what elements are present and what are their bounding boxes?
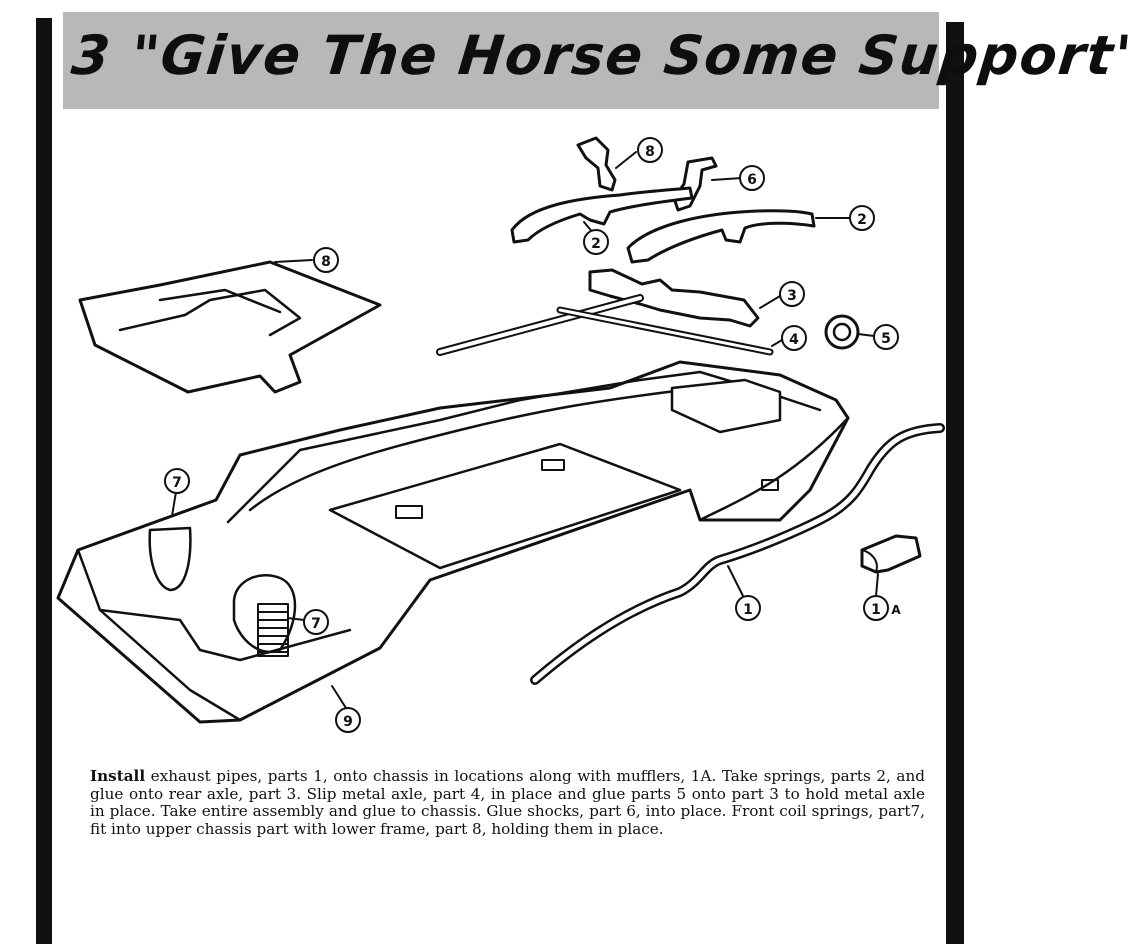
title-band <box>63 12 939 109</box>
svg-text:2: 2 <box>591 236 601 252</box>
svg-text:6: 6 <box>747 172 757 188</box>
svg-text:4: 4 <box>789 332 799 348</box>
svg-text:2: 2 <box>857 212 867 228</box>
svg-text:1: 1 <box>871 602 881 618</box>
main-chassis <box>56 360 850 724</box>
chassis-assembly-diagram: 8 6 2 2 8 3 4 5 <box>56 136 945 733</box>
svg-text:A: A <box>891 603 901 617</box>
page-title: 3 "Give The Horse Some Support' <box>68 24 1135 87</box>
svg-text:8: 8 <box>321 254 331 270</box>
coil-spring <box>257 603 289 657</box>
part-1-exhaust-pipe <box>530 423 945 685</box>
callout-1: 1 <box>735 595 761 621</box>
svg-text:9: 9 <box>343 714 353 730</box>
part-3-rear-axle <box>436 268 781 356</box>
part-6-shock <box>672 156 743 212</box>
svg-text:1: 1 <box>743 602 753 618</box>
part-8-lower-frame <box>78 259 382 394</box>
callout-9: 9 <box>335 707 361 733</box>
callout-8-frame: 8 <box>313 247 339 273</box>
svg-text:7: 7 <box>172 475 182 491</box>
callout-2-left: 2 <box>583 229 609 255</box>
svg-text:8: 8 <box>645 144 655 160</box>
part-5-retainer <box>824 314 875 350</box>
part-1a-muffler <box>860 534 922 597</box>
svg-text:5: 5 <box>881 331 891 347</box>
instructions-lead-word: Install <box>90 767 146 785</box>
right-border-bar <box>946 22 964 944</box>
callout-7-top: 7 <box>164 468 190 494</box>
instructions-text: exhaust pipes, parts 1, onto chassis in … <box>90 767 925 838</box>
left-border-bar <box>36 18 52 944</box>
callout-3: 3 <box>779 281 805 307</box>
callout-1a: 1 A <box>863 595 901 621</box>
instruction-page: 3 "Give The Horse Some Support' <box>36 12 1135 944</box>
assembly-instructions: Install exhaust pipes, parts 1, onto cha… <box>90 767 925 838</box>
callout-2-right: 2 <box>849 205 875 231</box>
callout-5: 5 <box>873 324 899 350</box>
callout-4: 4 <box>781 325 807 351</box>
callout-7-bottom: 7 <box>303 609 329 635</box>
part-2-leaf-spring-right <box>626 209 851 264</box>
part-8-bracket <box>576 136 637 192</box>
svg-text:3: 3 <box>787 288 797 304</box>
part-4-metal-axle <box>556 306 783 356</box>
callout-8-top: 8 <box>637 137 663 163</box>
svg-text:7: 7 <box>311 616 321 632</box>
callout-6: 6 <box>739 165 765 191</box>
